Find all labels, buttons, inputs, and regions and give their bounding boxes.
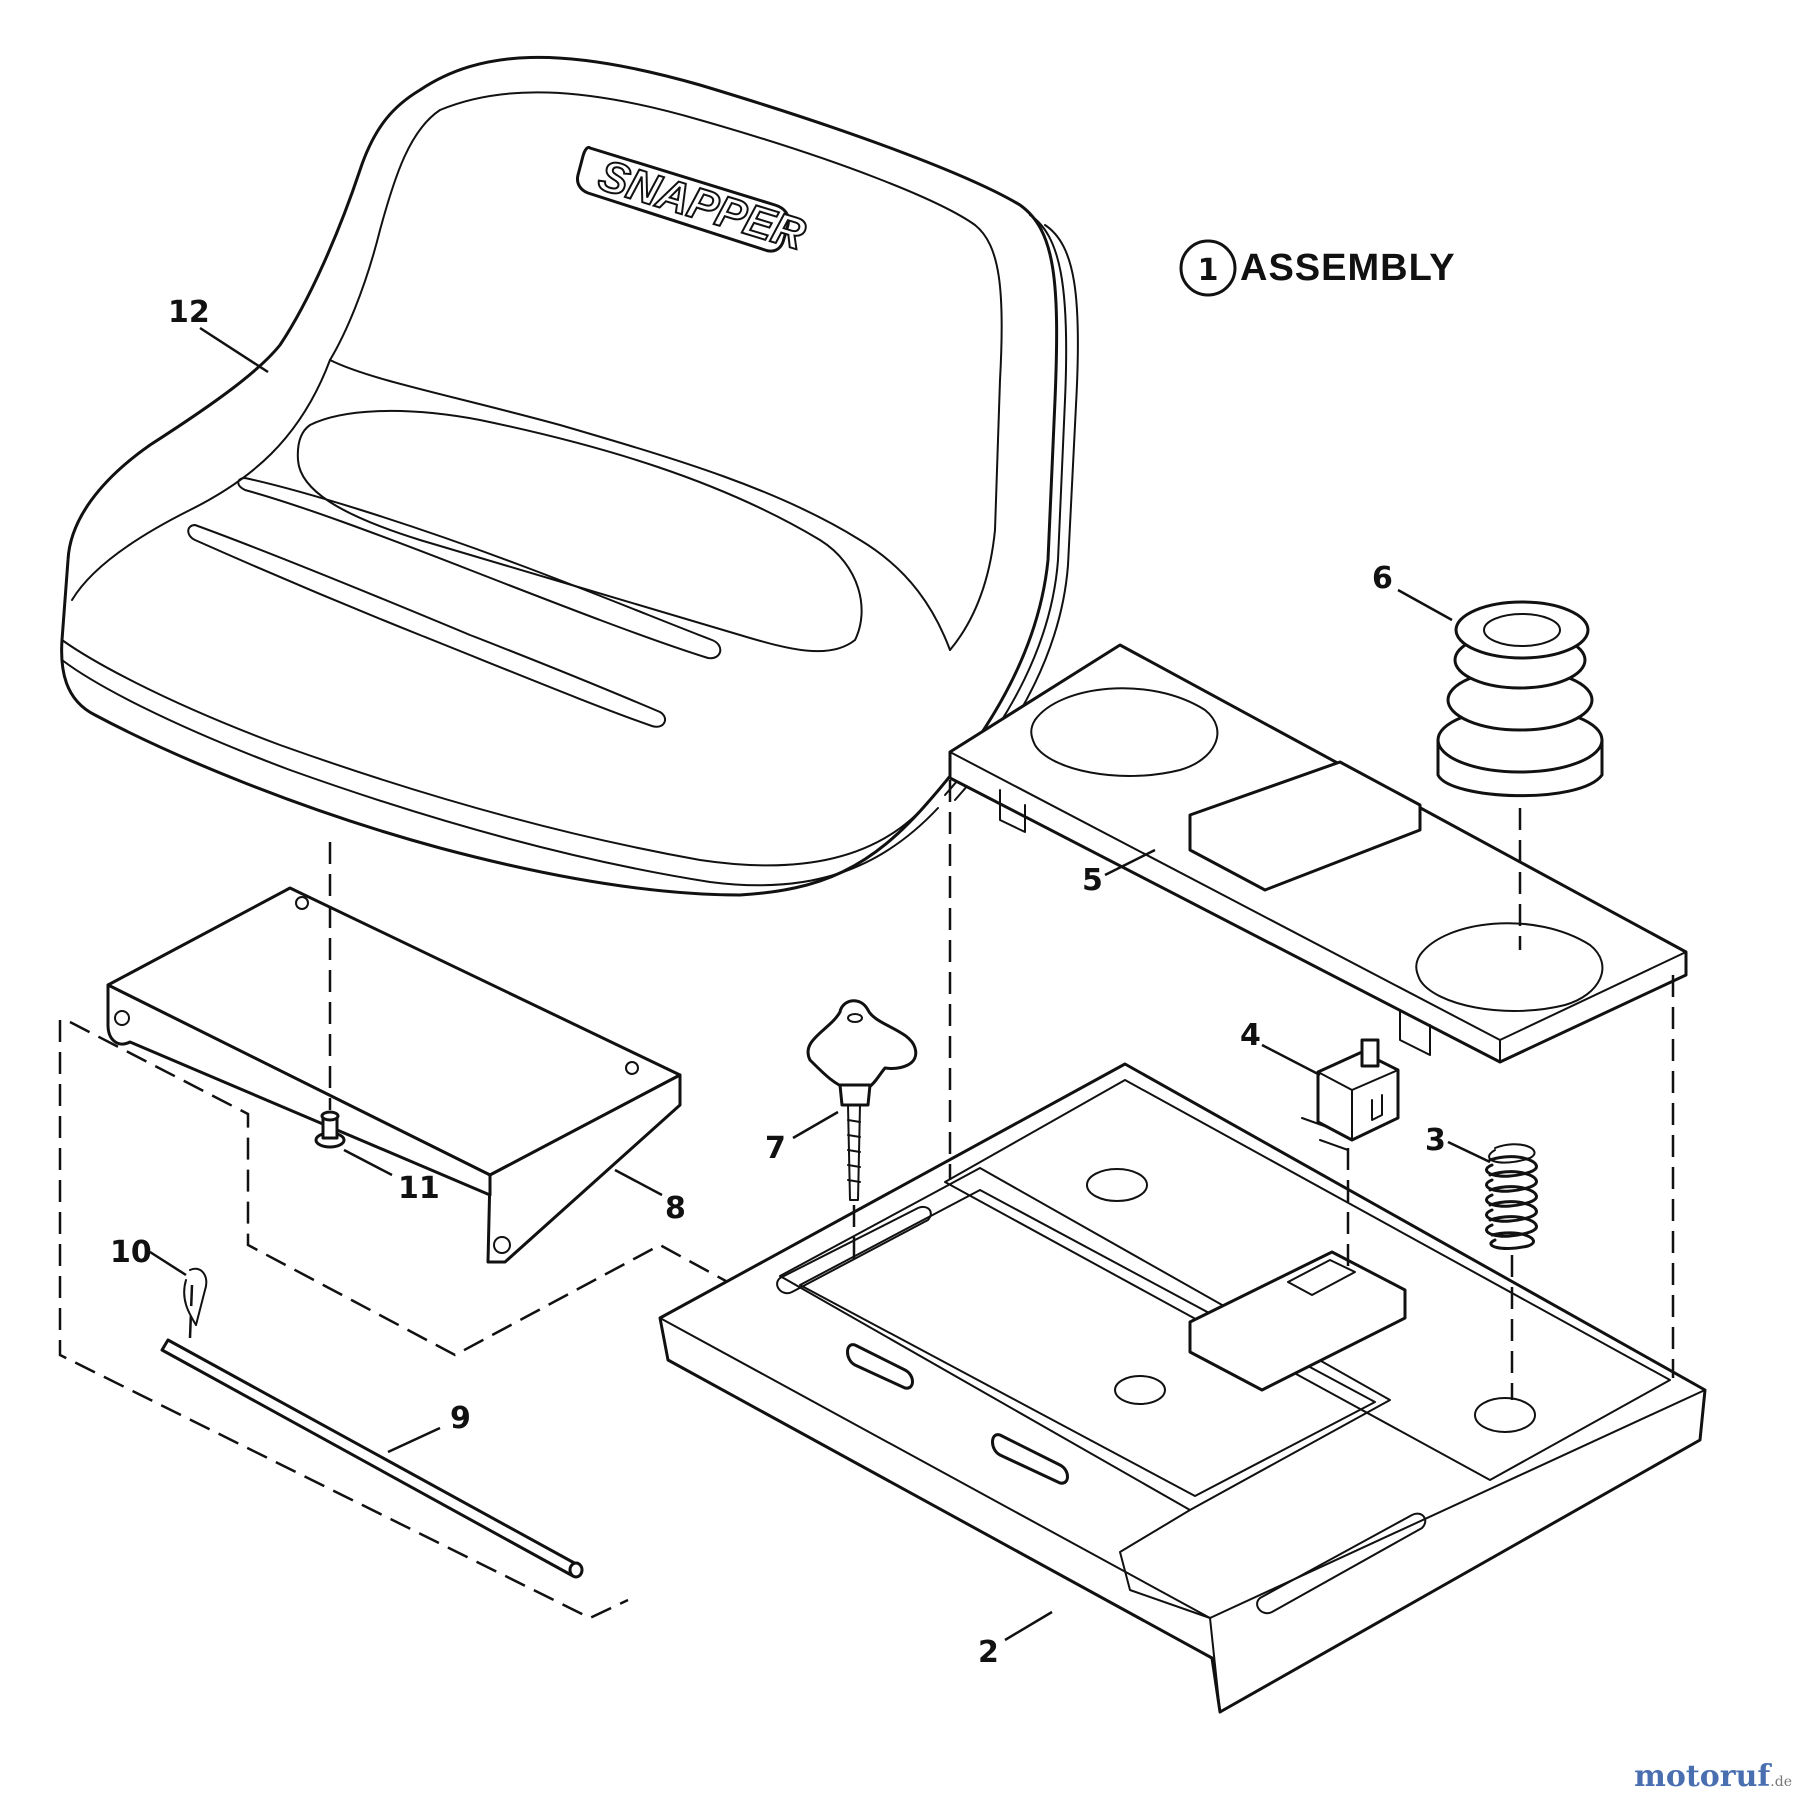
- callout-4: 4: [1240, 1018, 1261, 1053]
- alignment-lines: [852, 780, 1675, 1400]
- part-3-spring: [1484, 1143, 1538, 1250]
- part-6-bumper: [1436, 600, 1604, 798]
- part-5-cover: [948, 643, 1688, 1064]
- assembly-title: 1 ASSEMBLY: [1179, 239, 1456, 297]
- part-10-clip: [183, 1267, 208, 1326]
- callout-8: 8: [665, 1191, 686, 1226]
- part-12-seat: SNAPPER: [60, 55, 1079, 897]
- callout-10: 10: [110, 1235, 152, 1270]
- assembly-label: ASSEMBLY: [1240, 247, 1456, 289]
- callout-3: 3: [1425, 1123, 1446, 1158]
- bracket-phantom-outline: [58, 842, 791, 1620]
- part-11-bolt: [314, 1110, 346, 1149]
- callout-9: 9: [450, 1401, 471, 1436]
- part-8-bracket: [106, 886, 682, 1264]
- callout-12: 12: [168, 295, 210, 330]
- part-2-base: [658, 1062, 1707, 1714]
- watermark-name: motoruf: [1634, 1759, 1771, 1794]
- watermark-logo: motoruf.de: [1634, 1759, 1792, 1794]
- assembly-number: 1: [1198, 253, 1219, 288]
- part-9-rod: [160, 1338, 584, 1579]
- callout-2: 2: [978, 1635, 999, 1670]
- watermark-tld: .de: [1770, 1774, 1792, 1790]
- assembly-number-circle: [1179, 239, 1237, 297]
- callout-7: 7: [765, 1131, 786, 1166]
- part-7-knob: [806, 999, 918, 1201]
- part-4-switch: [1301, 1038, 1400, 1151]
- callout-11: 11: [398, 1171, 440, 1206]
- callout-5: 5: [1082, 863, 1103, 898]
- callout-numbers: 12 6 5 4 3 7 8 11 10 9 2: [110, 295, 1446, 1670]
- callout-leaders: [149, 326, 1491, 1642]
- callout-6: 6: [1372, 561, 1393, 596]
